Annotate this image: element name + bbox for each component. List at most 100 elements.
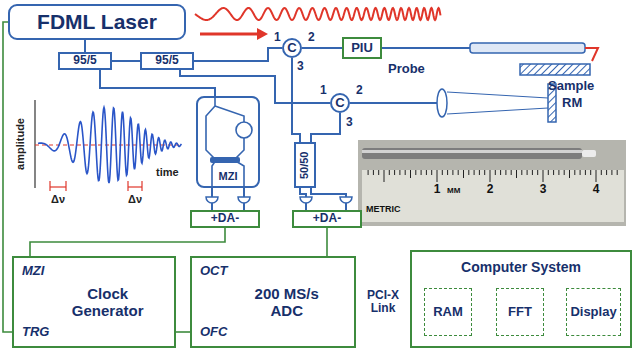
ruler-tick [590,170,591,175]
node-title: Display [570,305,616,320]
node-title: FDML Laser [37,10,157,34]
ruler-tick [452,170,453,175]
optical-fiber [112,60,140,62]
interferometer-arms [206,96,244,188]
node-title: +DA- [313,212,341,226]
photodetector [300,197,312,203]
port-number: 1 [320,84,327,97]
port-number: 1 [274,31,281,44]
ruler-tick [421,170,422,175]
ruler-tick [527,170,528,175]
ruler-number: 3 [540,183,547,196]
ruler-number: 2 [487,183,494,196]
process-box: FFT [496,288,544,336]
ruler-tick [543,170,544,182]
ruler-tick [495,170,496,175]
ruler-tick [405,170,406,175]
node-title: 95/5 [73,54,96,68]
ruler-tick [537,170,538,175]
ruler-tick [505,170,506,175]
process-box: RAM [424,288,472,336]
ruler [362,170,624,222]
ruler-tick [437,170,438,182]
ruler-text: METRIC [366,205,401,215]
sample [520,64,590,75]
edge-label: PCI-X Link [356,288,410,316]
optical-fiber [180,70,330,103]
axis-label: amplitude [14,118,26,170]
ruler-tick [500,170,501,175]
coupler-box: 50/50 [294,142,316,188]
ruler-tick [399,170,400,175]
ruler-tick [463,170,464,178]
optical-fiber [311,113,340,142]
probe-rod [362,148,582,159]
ruler-tick [617,170,618,175]
ruler-tick [516,170,517,178]
probe-tip [585,48,598,61]
rod-highlight [362,150,582,153]
fiber-loop [236,122,252,138]
node-title: MZI [22,264,49,279]
signal-line [3,22,12,332]
ruler-tick [384,170,385,182]
interference-signal [38,107,182,183]
coupler-box: 95/5 [140,52,194,70]
tick [141,181,142,191]
detector-box: +DA- [292,210,362,228]
ruler-tick [611,170,612,175]
piu-box: PIU [342,37,382,59]
probe-end [582,150,596,157]
ruler-tick [580,170,581,175]
ruler-tick [569,170,570,178]
node-text: 200 MS/s ADC [247,285,327,320]
clock-generator: MZITRGClock Generator [12,256,176,348]
ruler-tick [447,170,448,175]
node-title: 50/50 [299,151,312,179]
sample-label: Sample [548,79,594,93]
port-number: 2 [308,31,315,44]
circulator: C [330,93,350,113]
tick [49,181,50,191]
amplitude-axis [34,100,35,188]
node-title: 95/5 [155,54,178,68]
ruler-tick [479,170,480,175]
node-title: +DA- [211,212,239,226]
node-title: OCT [200,264,227,279]
adc-box: OCT OFC 200 MS/s ADC [190,256,356,348]
ruler-tick [474,170,475,175]
node-text: OFC [200,325,227,340]
ruler-number: 1 [434,183,441,196]
ruler-tick [468,170,469,175]
mirror-label: RM [562,96,582,110]
coupler [210,157,240,163]
ruler-tick [415,170,416,175]
ruler-tick [410,170,411,178]
reference-fiber [350,102,437,104]
ruler-tick [389,170,390,175]
node-text: TRG [22,325,49,340]
ruler-tick [601,170,602,175]
ruler-tick [548,170,549,175]
probe-label: Probe [388,62,425,76]
process-box: Display [566,288,621,336]
node-title: C [335,96,344,111]
coupler-box: 95/5 [58,52,112,70]
optical-fiber [302,47,342,49]
ruler-tick [585,170,586,175]
photodetector [238,197,250,203]
ruler-tick [431,170,432,175]
signal-line [326,228,328,256]
ruler-tick [553,170,554,175]
port-number: 3 [346,116,353,129]
swept-wave [195,8,441,20]
ruler-tick [596,170,597,182]
axis-label: time [156,166,179,178]
detector-box: +DA- [190,210,260,228]
tick [65,181,66,191]
laser-box: FDML Laser [8,4,186,40]
ruler-tick [606,170,607,175]
ruler-tick [394,170,395,175]
ruler-tick [378,170,379,175]
